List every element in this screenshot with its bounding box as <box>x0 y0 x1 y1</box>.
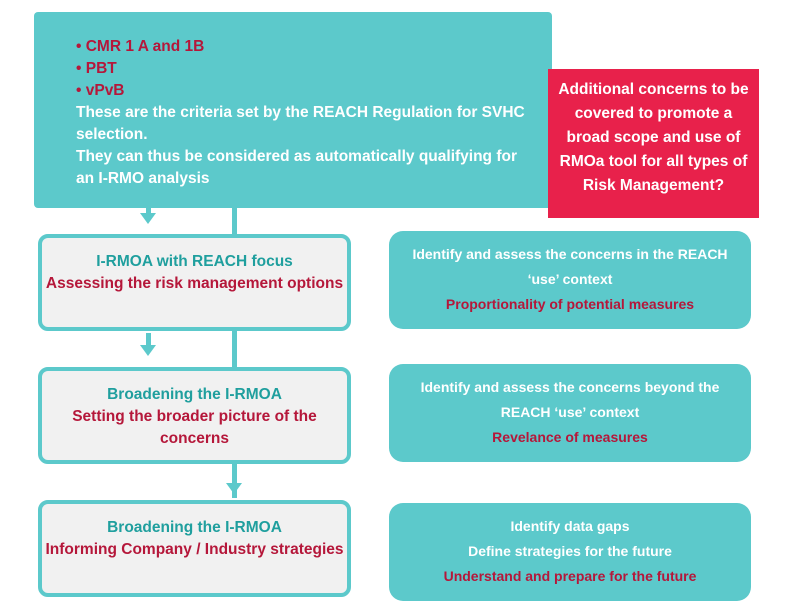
connector-line-top-to-step1 <box>146 205 151 215</box>
step-detail-emphasis: Proportionality of potential measures <box>445 296 695 312</box>
additional-concerns-box: Additional concerns to be covered to pro… <box>548 69 759 218</box>
step-title: Broadening the I-RMOA <box>107 386 282 403</box>
step-detail-box-future: Identify data gaps Define strategies for… <box>389 503 751 601</box>
step-subtitle: Informing Company / Industry strategies <box>45 541 344 558</box>
step-detail-line: Define strategies for the future <box>468 543 672 559</box>
step-detail-box-reach-use: Identify and assess the concerns in the … <box>389 231 751 329</box>
step-detail-line: ‘use’ context <box>527 271 613 287</box>
step-subtitle: Assessing the risk management options <box>45 275 344 292</box>
step-detail-emphasis: Revelance of measures <box>492 429 648 445</box>
svhc-criteria-box: • CMR 1 A and 1B • PBT • vPvB These are … <box>34 12 552 208</box>
step-detail-line: Identify and assess the concerns in the … <box>412 246 728 262</box>
arrow-down-icon <box>140 345 156 356</box>
step-detail-emphasis: Understand and prepare for the future <box>443 568 697 584</box>
step-title: Broadening the I-RMOA <box>107 519 282 536</box>
step-detail-line: Identify and assess the concerns beyond … <box>420 379 720 395</box>
criteria-description: These are the criteria set by the REACH … <box>76 104 525 143</box>
connector-line-step1-to-step2 <box>146 333 151 346</box>
arrow-down-icon <box>226 483 242 494</box>
step-box-industry-strategies: Broadening the I-RMOA Informing Company … <box>38 500 351 597</box>
arrow-down-icon <box>140 213 156 224</box>
additional-concerns-text: Additional concerns to be covered to pro… <box>558 81 749 194</box>
step-detail-box-beyond-reach: Identify and assess the concerns beyond … <box>389 364 751 462</box>
criteria-bullet-pbt: • PBT <box>76 60 117 77</box>
step-box-reach-focus: I-RMOA with REACH focus Assessing the ri… <box>38 234 351 331</box>
step-box-broader-picture: Broadening the I-RMOA Setting the broade… <box>38 367 351 464</box>
connector-line-step2-to-step3-arrow <box>232 466 237 484</box>
criteria-bullet-vpvb: • vPvB <box>76 82 125 99</box>
step-subtitle: Setting the broader picture of the conce… <box>72 408 317 447</box>
step-title: I-RMOA with REACH focus <box>96 253 293 270</box>
criteria-qualification: They can thus be considered as automatic… <box>76 148 517 187</box>
step-detail-line: Identify data gaps <box>510 518 630 534</box>
step-detail-line: REACH ‘use’ context <box>500 404 640 420</box>
criteria-bullet-cmr: • CMR 1 A and 1B <box>76 38 205 55</box>
